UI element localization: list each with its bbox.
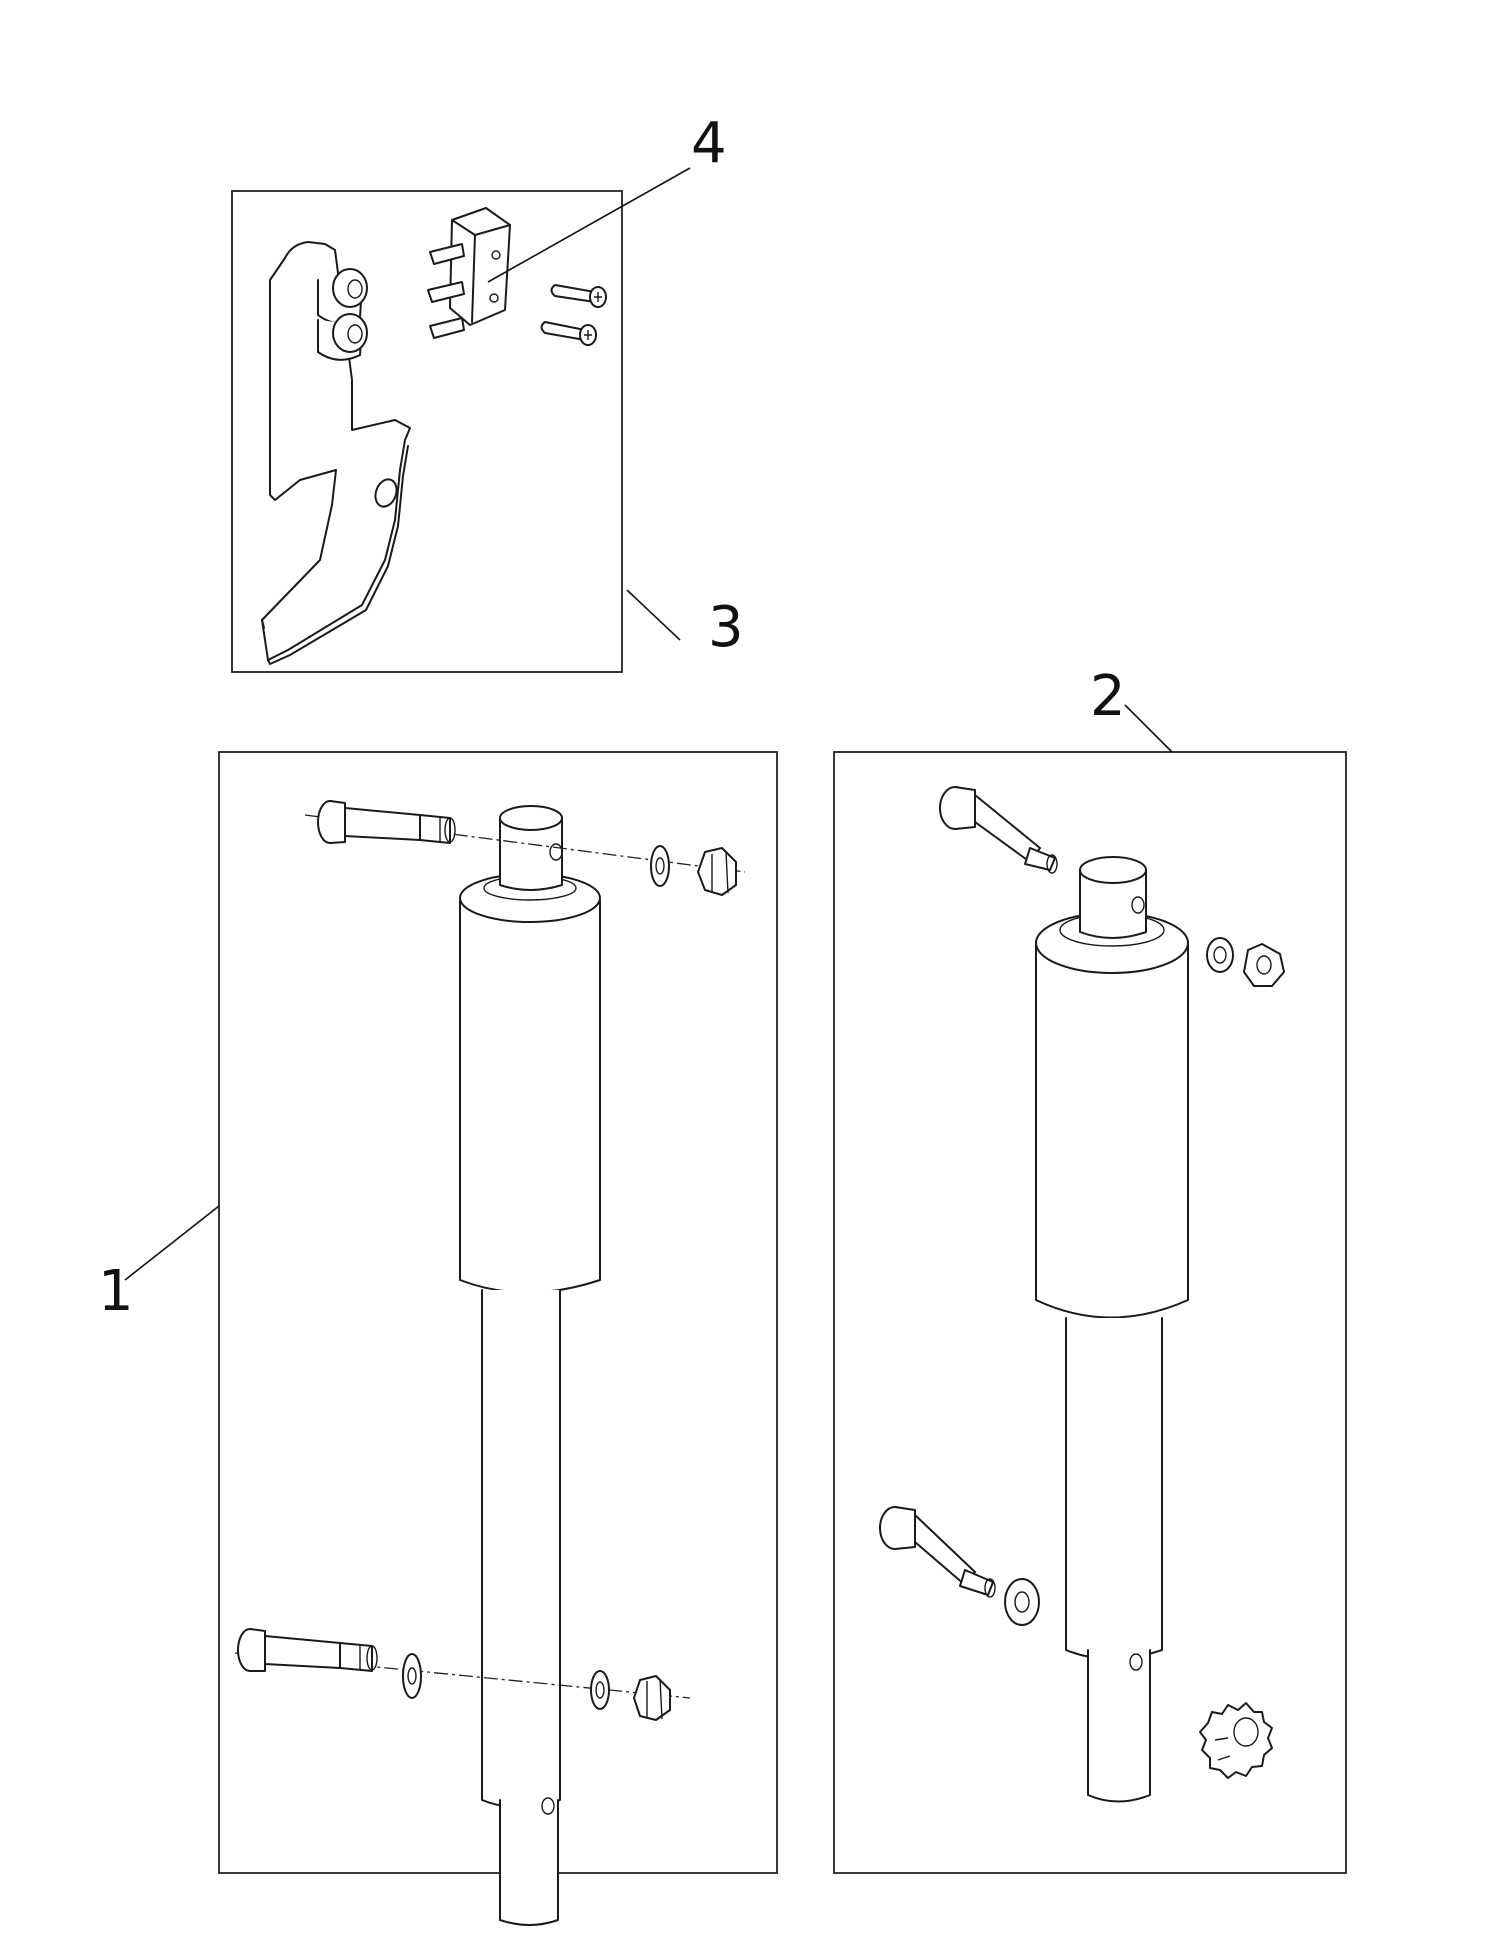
clevis-pin-top [317, 800, 456, 844]
knob [1199, 1702, 1273, 1779]
clevis-pin-bottom [237, 1628, 378, 1672]
micro-switch [427, 207, 511, 339]
actuator-1-group [218, 751, 778, 1926]
callout-4: 4 [691, 111, 727, 176]
screw-lower [540, 321, 597, 346]
kit-3-frame [231, 190, 623, 673]
actuator-1-cylinder [459, 805, 601, 1926]
washer-2-top [1206, 937, 1234, 973]
lock-nut-bottom [633, 1675, 671, 1721]
callout-2: 2 [1090, 664, 1126, 729]
callout-3: 3 [708, 595, 744, 660]
kit-3-group [231, 190, 623, 673]
actuator-1-frame [218, 751, 778, 1874]
leader-1 [124, 1205, 220, 1281]
actuator-2-frame [833, 751, 1347, 1874]
clevis-pin-2-top [939, 786, 1058, 874]
leader-3 [626, 589, 681, 641]
leader-2 [1124, 704, 1173, 753]
leader-4 [487, 167, 691, 283]
bracket-plate [261, 241, 411, 666]
lock-nut-2-top [1243, 943, 1285, 987]
screw-upper [550, 284, 607, 308]
washer-top [650, 845, 670, 887]
axis-line-top [304, 814, 746, 873]
washer-2-bottom [1004, 1578, 1040, 1626]
actuator-2-group [833, 751, 1347, 1874]
clevis-pin-2-bottom [879, 1506, 996, 1598]
lock-nut-top [697, 847, 737, 896]
washer-bottom-large [402, 1653, 422, 1699]
washer-bottom-small [590, 1670, 610, 1710]
callout-1: 1 [98, 1259, 134, 1324]
actuator-2-cylinder [1035, 856, 1189, 1803]
